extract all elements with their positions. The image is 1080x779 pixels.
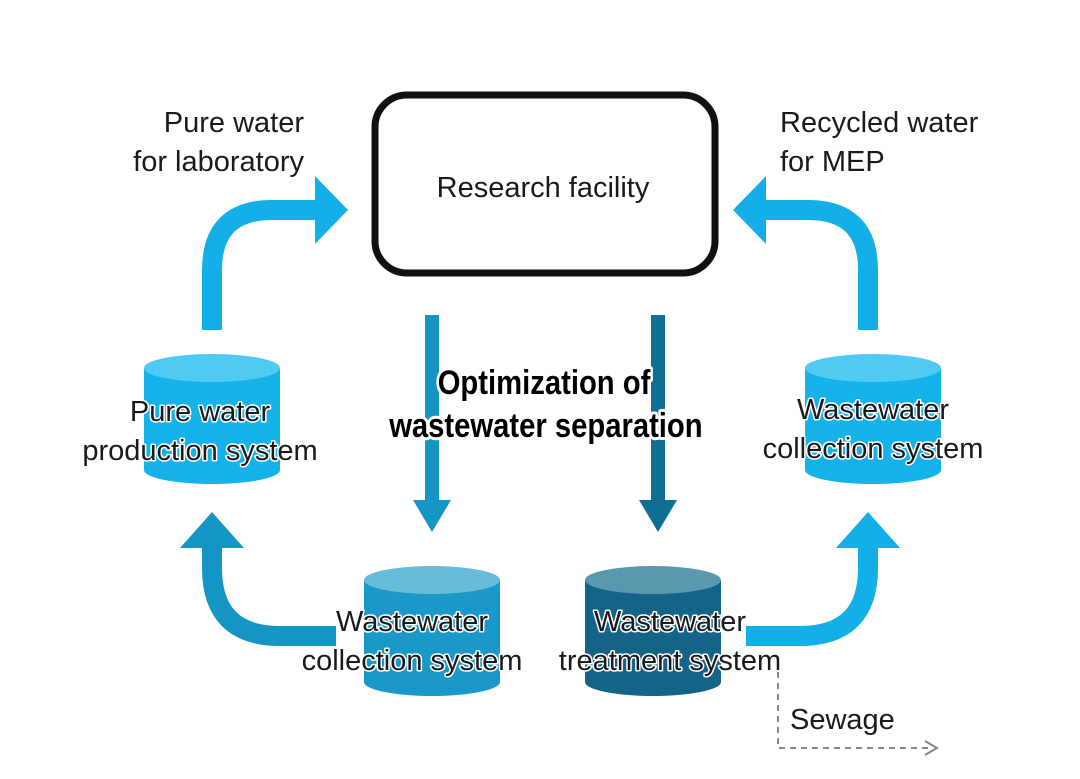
arrow-down-right-head (639, 500, 677, 532)
arrow-treatment-to-collect-shaft (746, 548, 878, 646)
tank-wastewater-treatment: Wastewater treatment system (557, 566, 783, 696)
arrow-collect-to-facility-shaft (766, 200, 878, 330)
sewage-outflow: Sewage (777, 672, 939, 756)
tank-pure-line2: production system (82, 435, 317, 467)
tank-collect-bottom-line2: collection system (302, 645, 523, 677)
arrow-down-right-shaft (651, 315, 665, 500)
arrow-down-left-shaft (425, 315, 439, 500)
tank-treatment-top (585, 566, 721, 594)
arrow-facility-to-treatment (639, 315, 677, 532)
arrow-treatment-to-collect-head (836, 512, 900, 548)
tank-pure-water-production: Pure water production system (81, 354, 319, 484)
tank-collect-right-line2: collection system (763, 433, 984, 465)
arrow-collection-to-pure-head (180, 512, 244, 548)
tank-pure-body (144, 368, 280, 484)
pure-water-line1: Pure water (164, 107, 305, 139)
tank-pure-top (144, 354, 280, 382)
tank-treatment-line2: treatment system (559, 645, 781, 677)
tank-collect-right-line1: Wastewater (797, 394, 949, 426)
recycled-water-for-mep-label: Recycled water for MEP (780, 107, 979, 178)
arrow-down-left-head (413, 500, 451, 532)
center-title-line2: wastewater separation (388, 406, 702, 445)
tank-collect-right-body (805, 368, 941, 484)
arrow-pure-to-facility-shaft (202, 200, 315, 330)
tank-treatment-body (585, 580, 721, 696)
tank-wastewater-collection-bottom: Wastewater collection system (300, 566, 524, 696)
tank-collect-bottom-top (364, 566, 500, 594)
arrow-collect-to-facility-head (733, 176, 766, 244)
tank-collect-bottom-body (364, 580, 500, 696)
arrow-collection-to-pure-shaft (202, 548, 336, 646)
tank-wastewater-collection-right: Wastewater collection system (761, 354, 985, 484)
arrow-pure-to-facility-head (315, 176, 348, 244)
facility-label: Research facility (437, 172, 650, 204)
arrow-collect-to-facility (733, 176, 878, 330)
pure-water-line2: for laboratory (133, 146, 304, 178)
tank-pure-line1: Pure water (130, 396, 271, 428)
arrow-treatment-to-collect (746, 512, 900, 646)
center-title-line1: Optimization of (438, 363, 651, 402)
pure-water-for-lab-label: Pure water for laboratory (133, 107, 304, 178)
facility-outline (371, 91, 719, 277)
arrow-facility-to-collection (413, 315, 451, 532)
sewage-arrow-head (924, 740, 939, 756)
sewage-label: Sewage (790, 704, 895, 736)
tank-treatment-line1: Wastewater (594, 606, 746, 638)
tank-collect-right-top (805, 354, 941, 382)
tank-collect-bottom-line1: Wastewater (336, 606, 488, 638)
research-facility-box: Research facility (371, 91, 719, 277)
arrow-pure-to-facility (202, 176, 348, 330)
recycled-water-line1: Recycled water (780, 107, 979, 139)
sewage-dashed-line (777, 672, 932, 749)
arrow-collection-to-pure (180, 512, 336, 646)
center-title: Optimization of wastewater separation (386, 360, 706, 447)
recycled-water-line2: for MEP (780, 146, 885, 178)
